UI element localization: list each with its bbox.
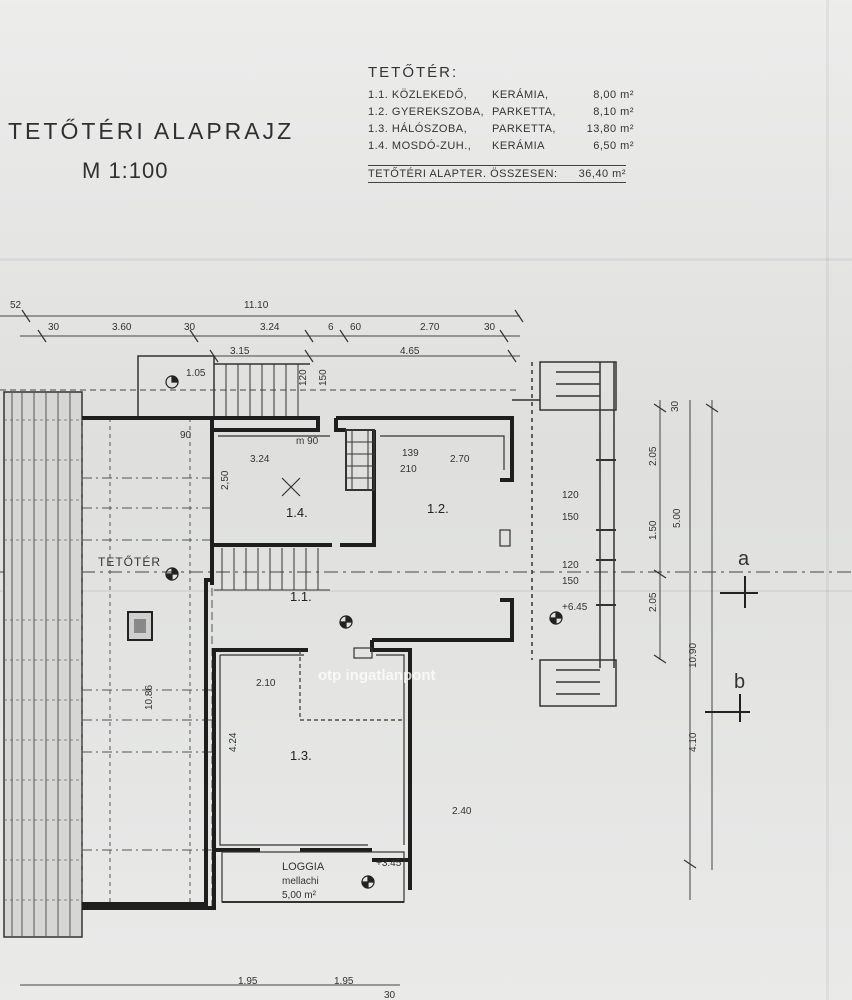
room-row: 1.3. HÁLÓSZOBA, PARKETTA, 13,80 m² <box>368 121 634 138</box>
dim-label: m 90 <box>296 436 319 447</box>
dim-label: 2,50 <box>220 470 231 490</box>
loggia-label: LOGGIA <box>282 861 325 873</box>
dim-label: 3.24 <box>260 322 280 333</box>
fixture-symbols <box>281 477 511 659</box>
dim-label: 30 <box>670 400 681 412</box>
room-area: 8,10 m² <box>593 106 634 118</box>
dim-label: 60 <box>350 322 362 333</box>
dim-label: 6 <box>328 322 334 333</box>
room-total-label: TETŐTÉRI ALAPTER. ÖSSZESEN: <box>368 168 558 180</box>
dim-label: 150 <box>562 576 579 587</box>
dim-label: 1.95 <box>238 976 258 987</box>
room-total-value: 36,40 m² <box>578 168 626 180</box>
room-label-1-3: 1.3. <box>290 748 312 763</box>
dim-label: 120 <box>562 490 579 501</box>
dim-label: 2.10 <box>256 678 276 689</box>
room-label-1-2: 1.2. <box>427 501 449 516</box>
right-wall-ticks <box>596 459 616 606</box>
room-name: 1.4. MOSDÓ-ZUH., <box>368 140 472 152</box>
room-name: 1.3. HÁLÓSZOBA, <box>368 123 468 135</box>
dim-label: 210 <box>400 464 417 475</box>
room-floor: PARKETTA, <box>492 106 556 118</box>
dim-label: +3.45 <box>376 858 402 869</box>
room-area: 6,50 m² <box>593 140 634 152</box>
dim-label: 30 <box>484 322 496 333</box>
dim-label: 1.95 <box>334 976 354 987</box>
section-b-label: b <box>734 671 745 693</box>
roof-hatch-area <box>3 391 83 938</box>
room-label-1-4: 1.4. <box>286 505 308 520</box>
dim-label: 2.40 <box>452 806 472 817</box>
wall-inner-lines <box>218 435 505 846</box>
room-row: 1.2. GYEREKSZOBA, PARKETTA, 8,10 m² <box>368 104 634 121</box>
attic-label: TETŐTÉR <box>98 554 161 569</box>
room-row: 1.4. MOSDÓ-ZUH., KERÁMIA 6,50 m² <box>368 138 634 155</box>
room-schedule: TETŐTÉR: 1.1. KÖZLEKEDŐ, KERÁMIA, 8,00 m… <box>368 64 634 183</box>
plan-title: TETŐTÉRI ALAPRAJZ <box>8 118 295 144</box>
balcony-frame <box>512 361 617 707</box>
room-label-1-1: 1.1. <box>290 589 312 604</box>
dim-label: 30 <box>184 322 196 333</box>
watermark-text: otp ingatlanpont <box>318 667 435 684</box>
paper-fold-line <box>0 590 852 592</box>
dim-label: 2.70 <box>420 322 440 333</box>
room-floor: KERÁMIA <box>492 140 546 152</box>
dimension-ticks <box>21 309 719 869</box>
dim-label: 120 <box>562 560 579 571</box>
dim-label: 11.10 <box>244 300 269 311</box>
dim-label: 30 <box>48 322 60 333</box>
room-name: 1.1. KÖZLEKEDŐ, <box>368 89 468 101</box>
loggia-sublabel: mellachi <box>282 876 319 887</box>
dim-label: 120 <box>298 369 309 386</box>
dim-label: 90 <box>180 430 192 441</box>
room-schedule-heading: TETŐTÉR: <box>368 64 459 81</box>
room-floor: PARKETTA, <box>492 123 556 135</box>
dim-label: 150 <box>318 369 329 386</box>
section-markers <box>705 576 758 722</box>
room-area: 13,80 m² <box>586 123 634 135</box>
loggia-area: 5,00 m² <box>282 890 317 901</box>
level-markers <box>165 375 563 889</box>
room-area: 8,00 m² <box>593 89 634 101</box>
dim-label: 1.50 <box>648 520 659 540</box>
room-row: 1.1. KÖZLEKEDŐ, KERÁMIA, 8,00 m² <box>368 87 634 104</box>
paper-fold-line <box>826 0 829 1000</box>
loggia-outline <box>221 851 405 903</box>
dim-label: 3.60 <box>112 322 132 333</box>
dim-label: 4.65 <box>400 346 420 357</box>
dim-label: 30 <box>384 990 396 1000</box>
dim-label: 3.24 <box>250 454 270 465</box>
room-total: TETŐTÉRI ALAPTER. ÖSSZESEN: 36,40 m² <box>368 165 626 183</box>
chimney-inner <box>134 619 146 633</box>
attic-zone <box>81 417 213 909</box>
dim-label: 1.05 <box>186 368 206 379</box>
dim-label: 2.05 <box>648 446 659 466</box>
dim-label: 10.90 <box>688 643 699 668</box>
dim-label: 139 <box>402 448 419 459</box>
room-name: 1.2. GYEREKSZOBA, <box>368 106 485 118</box>
dim-label: 52 <box>10 300 22 311</box>
dim-label: 150 <box>562 512 579 523</box>
dim-label: 10.86 <box>144 685 155 710</box>
walls <box>82 416 514 910</box>
stairwell-block <box>137 355 310 419</box>
inner-stair <box>214 429 375 591</box>
dim-label: 3.15 <box>230 346 250 357</box>
paper-fold-line <box>0 258 852 261</box>
dim-label: 4.10 <box>688 732 699 752</box>
dim-label: 2.70 <box>450 454 470 465</box>
plan-scale: M 1:100 <box>82 158 169 183</box>
dim-label: 2.05 <box>648 592 659 612</box>
dim-label: 5.00 <box>672 508 683 528</box>
section-a-label: a <box>738 548 750 570</box>
dim-label: 4.24 <box>228 732 239 752</box>
room-floor: KERÁMIA, <box>492 89 549 101</box>
dimension-lines <box>0 315 852 986</box>
dim-label: +6.45 <box>562 602 588 613</box>
